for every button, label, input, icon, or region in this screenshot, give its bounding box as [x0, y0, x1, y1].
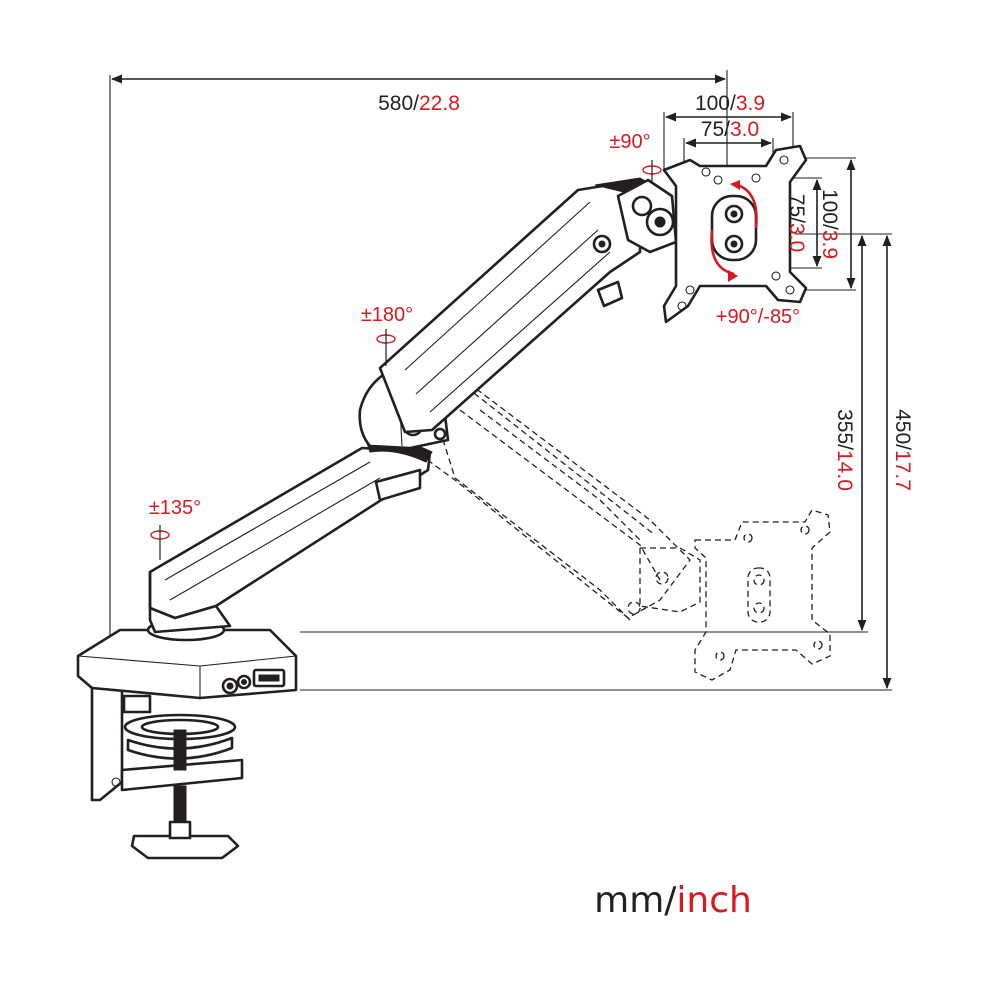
- desk-clamp: [90, 686, 244, 860]
- height-high-label: 450/17.7: [891, 409, 914, 491]
- vesa-plate: [662, 144, 808, 324]
- swivel-icon-elbow: [376, 329, 396, 366]
- height-low-label: 355/14.0: [833, 409, 856, 491]
- vesa-v-outer-label: 100/3.9: [818, 189, 841, 259]
- width-label: 580/22.8: [378, 92, 460, 115]
- head-rotation-label: +90°/-85°: [716, 306, 800, 328]
- base-swivel-label: ±135°: [149, 497, 201, 519]
- units-legend: mm/inch: [594, 880, 752, 921]
- vesa-h-outer-label: 100/3.9: [695, 92, 765, 115]
- head-swivel-label: ±90°: [609, 131, 650, 153]
- elbow-swivel-label: ±180°: [361, 304, 413, 326]
- swivel-icon-base: [150, 525, 170, 560]
- swivel-icon-head: [642, 160, 662, 182]
- arm-base: [76, 618, 298, 700]
- dimension-lines: [109, 70, 892, 692]
- vesa-h-inner-label: 75/3.0: [701, 118, 759, 141]
- upper-arm: [378, 177, 662, 434]
- vesa-v-inner-label: 75/3.0: [785, 194, 808, 252]
- lower-arm: [148, 438, 433, 634]
